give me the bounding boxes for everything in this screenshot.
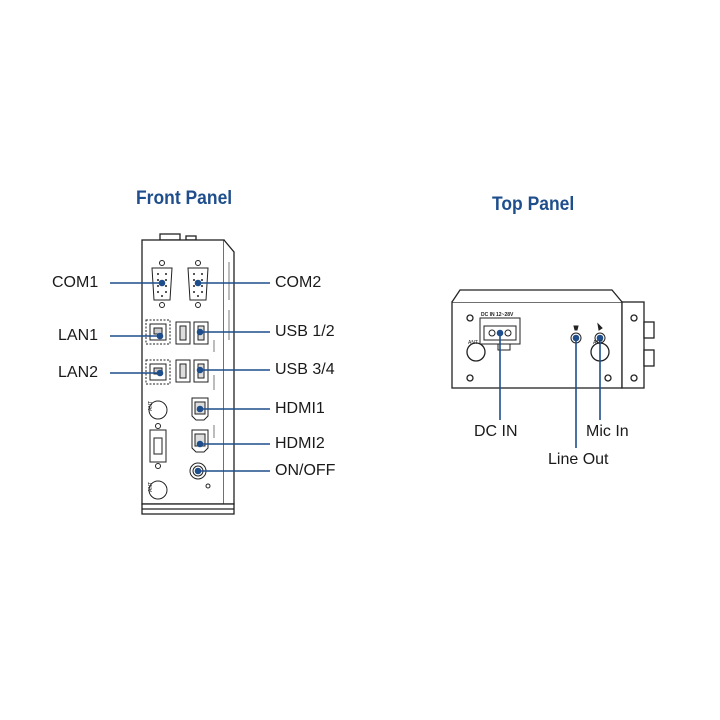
label-mic-in: Mic In bbox=[586, 423, 629, 440]
front-callout-lines bbox=[110, 279, 270, 475]
top-callout-lines bbox=[496, 329, 604, 448]
front-ant-silkscreen-1: ANT bbox=[148, 401, 154, 411]
label-lan1: LAN1 bbox=[58, 327, 99, 344]
label-hdmi2: HDMI2 bbox=[275, 435, 325, 452]
front-panel-title: Front Panel bbox=[136, 188, 233, 209]
front-panel-chassis bbox=[141, 233, 235, 515]
top-panel-chassis bbox=[451, 289, 655, 389]
top-ant-silkscreen-1: ANT bbox=[468, 340, 478, 346]
label-usb34: USB 3/4 bbox=[275, 361, 335, 378]
label-com1: COM1 bbox=[52, 274, 99, 291]
dc-rating-silkscreen: DC IN 12~28V bbox=[481, 312, 514, 318]
label-lan2: LAN2 bbox=[58, 364, 99, 381]
lan1-port bbox=[145, 319, 171, 345]
front-db-cover bbox=[149, 423, 167, 469]
label-com2: COM2 bbox=[275, 274, 322, 291]
front-ant-silkscreen-2: ANT bbox=[148, 482, 154, 492]
top-panel-title: Top Panel bbox=[492, 194, 575, 215]
label-hdmi1: HDMI1 bbox=[275, 400, 325, 417]
label-onoff: ON/OFF bbox=[275, 462, 336, 479]
top-ant-silkscreen-2: ANT bbox=[593, 340, 603, 346]
label-line-out: Line Out bbox=[548, 451, 609, 468]
front-antenna-holes bbox=[148, 400, 168, 500]
label-usb12: USB 1/2 bbox=[275, 323, 335, 340]
side-silkscreen bbox=[213, 262, 230, 438]
label-dc-in: DC IN bbox=[474, 423, 518, 440]
